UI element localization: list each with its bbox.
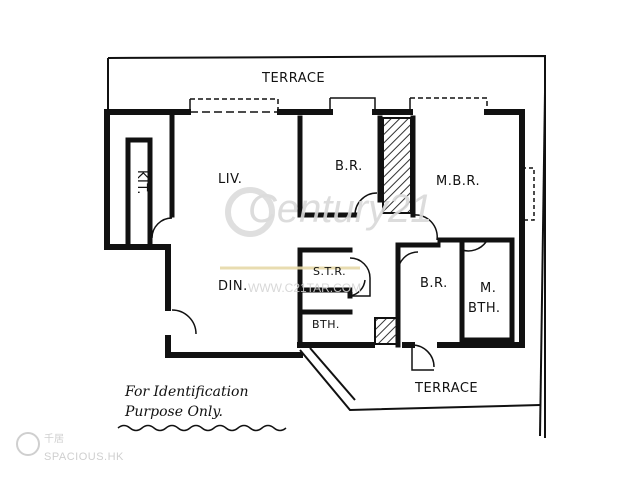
label-terrace-bottom: TERRACE xyxy=(414,381,478,396)
label-bedroom-2: B.R. xyxy=(420,276,448,291)
exterior-walls xyxy=(104,109,525,358)
label-bathroom: BTH. xyxy=(312,318,340,331)
watermark: Century21 WWW.C21TAR.COM xyxy=(220,187,433,295)
note-underline xyxy=(117,424,287,432)
windows xyxy=(189,97,535,221)
label-kitchen: KIT. xyxy=(134,170,149,195)
label-master-bath-line1: M. xyxy=(480,281,496,296)
label-dining: DIN. xyxy=(218,279,248,294)
door-swings xyxy=(151,192,487,371)
source-badge: 千居 SPACIOUS.HK xyxy=(16,432,124,463)
label-bedroom-1: B.R. xyxy=(335,159,363,174)
label-terrace-top: TERRACE xyxy=(261,71,325,86)
duct-shaft xyxy=(374,317,398,345)
note-line-1: For Identification xyxy=(124,384,249,400)
terrace-outline xyxy=(107,54,546,438)
label-living: LIV. xyxy=(218,172,242,187)
label-master-bath-line2: BTH. xyxy=(468,301,501,316)
watermark-brand: Century21 xyxy=(248,187,433,231)
interior-walls xyxy=(125,109,515,348)
note-line-2: Purpose Only. xyxy=(124,404,223,420)
label-master-bedroom: M.B.R. xyxy=(436,174,480,189)
badge-chinese: 千居 xyxy=(44,433,64,445)
watermark-url: WWW.C21TAR.COM xyxy=(248,281,361,295)
structural-column xyxy=(382,117,412,214)
badge-brand: SPACIOUS.HK xyxy=(44,451,124,463)
badge-logo-icon xyxy=(16,432,40,456)
label-store: S.T.R. xyxy=(313,265,346,278)
